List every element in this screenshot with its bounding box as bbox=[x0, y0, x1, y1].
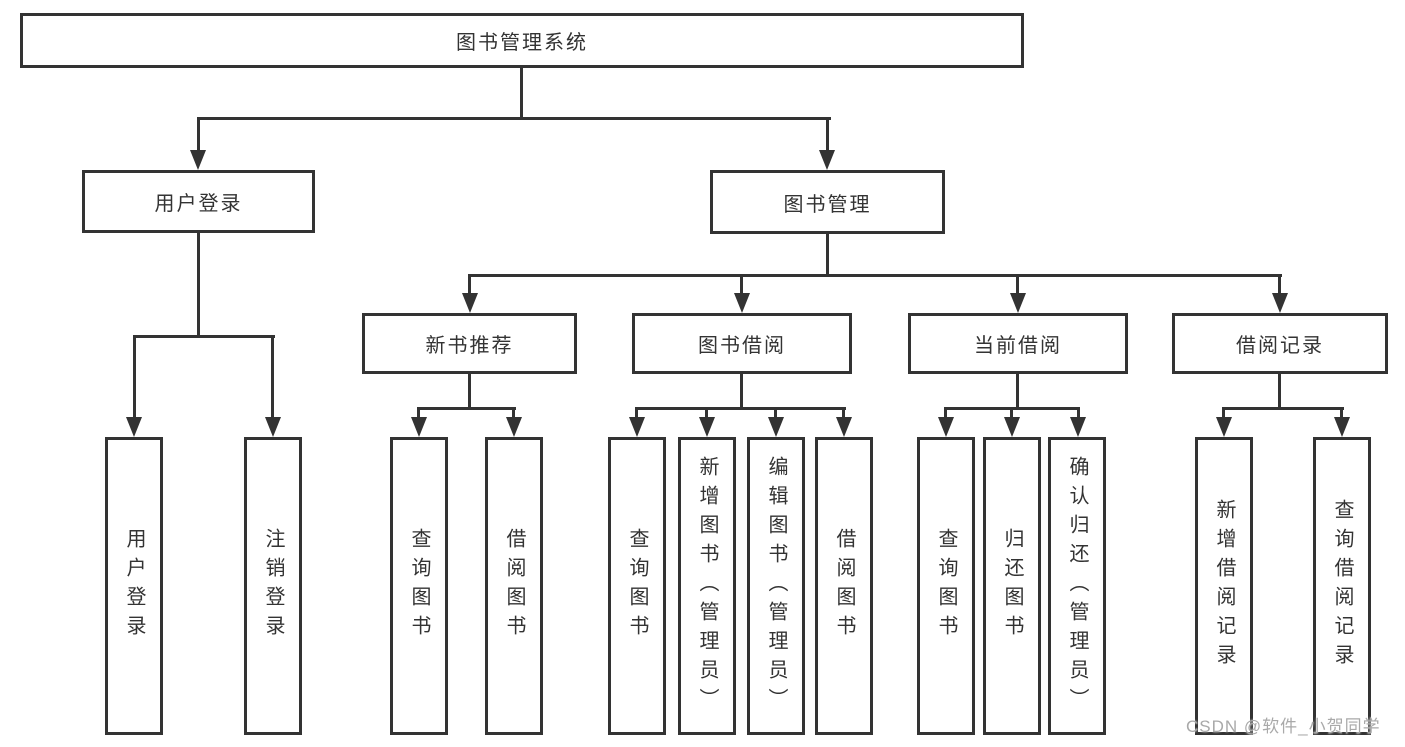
arrow-down-icon bbox=[462, 293, 478, 313]
connector-drop-leaf-user-login bbox=[133, 335, 136, 421]
arrow-down-icon bbox=[629, 417, 645, 437]
leaf-recommend-query-books: 查询图书 bbox=[390, 437, 448, 735]
connector-drop-book-management bbox=[826, 117, 829, 153]
node-new-book-recommend: 新书推荐 bbox=[362, 313, 577, 374]
arrow-down-icon bbox=[819, 150, 835, 170]
node-book-management: 图书管理 bbox=[710, 170, 945, 234]
arrow-down-icon bbox=[768, 417, 784, 437]
connector-drop-borrow-records bbox=[1278, 274, 1281, 296]
arrow-down-icon bbox=[1004, 417, 1020, 437]
node-user-login: 用户登录 bbox=[82, 170, 315, 233]
connector-drop-new-book-recommend bbox=[468, 274, 471, 296]
connector-recommend-stem bbox=[468, 374, 471, 410]
connector-recommend-distributor bbox=[417, 407, 516, 410]
connector-user-login-distributor bbox=[133, 335, 275, 338]
connector-drop-current-borrow bbox=[1016, 274, 1019, 296]
connector-drop-cb-return bbox=[1010, 407, 1013, 421]
node-borrow-records: 借阅记录 bbox=[1172, 313, 1388, 374]
connector-drop-bb-edit bbox=[774, 407, 777, 421]
connector-drop-br-query bbox=[1340, 407, 1343, 421]
connector-drop-rec-query bbox=[417, 407, 420, 421]
leaf-confirm-return-admin: 确认归还（管理员） bbox=[1048, 437, 1106, 735]
connector-drop-bb-query bbox=[635, 407, 638, 421]
leaf-recommend-borrow-books: 借阅图书 bbox=[485, 437, 543, 735]
connector-level2-distributor bbox=[197, 117, 831, 120]
connector-drop-br-add bbox=[1222, 407, 1225, 421]
node-book-borrow: 图书借阅 bbox=[632, 313, 852, 374]
leaf-add-books-admin: 新增图书（管理员） bbox=[678, 437, 736, 735]
connector-records-distributor bbox=[1222, 407, 1344, 410]
connector-drop-leaf-logout bbox=[271, 335, 274, 421]
connector-drop-cb-query bbox=[944, 407, 947, 421]
arrow-down-icon bbox=[1216, 417, 1232, 437]
arrow-down-icon bbox=[938, 417, 954, 437]
watermark: CSDN @软件_小贺同学 bbox=[1186, 717, 1381, 736]
arrow-down-icon bbox=[506, 417, 522, 437]
connector-borrow-stem bbox=[740, 374, 743, 410]
node-library-management-system: 图书管理系统 bbox=[20, 13, 1024, 68]
node-current-borrow: 当前借阅 bbox=[908, 313, 1128, 374]
arrow-down-icon bbox=[734, 293, 750, 313]
connector-drop-user-login bbox=[197, 117, 200, 153]
arrow-down-icon bbox=[1070, 417, 1086, 437]
connector-drop-bb-add bbox=[705, 407, 708, 421]
connector-level3-distributor bbox=[468, 274, 1282, 277]
connector-drop-rec-borrow bbox=[512, 407, 515, 421]
leaf-query-borrow-record: 查询借阅记录 bbox=[1313, 437, 1371, 735]
connector-current-stem bbox=[1016, 374, 1019, 410]
arrow-down-icon bbox=[1010, 293, 1026, 313]
arrow-down-icon bbox=[699, 417, 715, 437]
leaf-user-login: 用户登录 bbox=[105, 437, 163, 735]
leaf-add-borrow-record: 新增借阅记录 bbox=[1195, 437, 1253, 735]
connector-records-stem bbox=[1278, 374, 1281, 410]
arrow-down-icon bbox=[126, 417, 142, 437]
connector-borrow-distributor bbox=[635, 407, 846, 410]
leaf-borrow-query-books: 查询图书 bbox=[608, 437, 666, 735]
leaf-current-query-books: 查询图书 bbox=[917, 437, 975, 735]
connector-root-stem bbox=[520, 68, 523, 120]
arrow-down-icon bbox=[836, 417, 852, 437]
arrow-down-icon bbox=[1272, 293, 1288, 313]
leaf-borrow-books: 借阅图书 bbox=[815, 437, 873, 735]
arrow-down-icon bbox=[411, 417, 427, 437]
connector-drop-bb-borrow bbox=[842, 407, 845, 421]
leaf-edit-books-admin: 编辑图书（管理员） bbox=[747, 437, 805, 735]
arrow-down-icon bbox=[1334, 417, 1350, 437]
connector-user-login-stem bbox=[197, 233, 200, 338]
leaf-return-books: 归还图书 bbox=[983, 437, 1041, 735]
leaf-logout-login: 注销登录 bbox=[244, 437, 302, 735]
arrow-down-icon bbox=[265, 417, 281, 437]
connector-drop-cb-confirm bbox=[1077, 407, 1080, 421]
connector-drop-book-borrow bbox=[740, 274, 743, 296]
arrow-down-icon bbox=[190, 150, 206, 170]
connector-book-management-stem bbox=[826, 234, 829, 277]
